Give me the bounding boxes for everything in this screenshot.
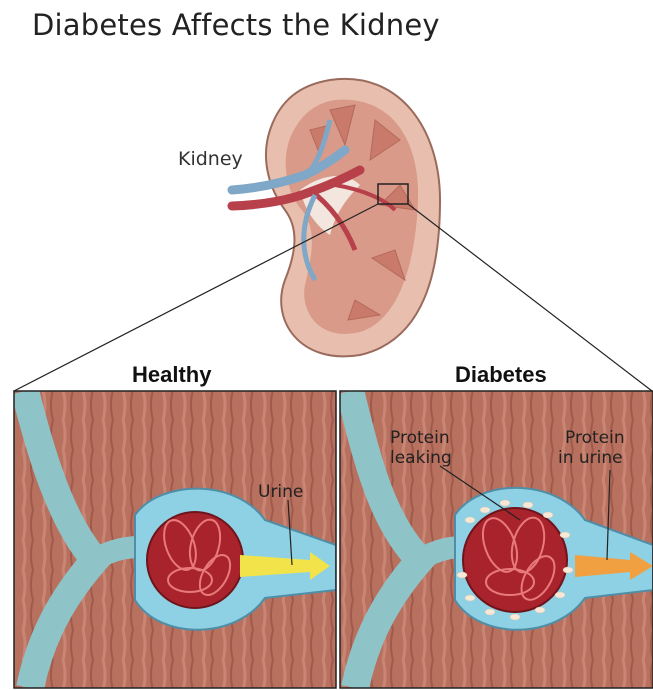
diabetes-heading: Diabetes [455, 362, 547, 388]
protein-leaking-label-line2: leaking [390, 448, 452, 468]
healthy-panel [14, 391, 336, 688]
protein-leaking-label-line1: Protein [390, 428, 450, 448]
healthy-heading: Healthy [132, 362, 211, 388]
urine-label: Urine [258, 482, 303, 502]
protein-in-urine-label-line2: in urine [558, 448, 623, 468]
kidney-label: Kidney [178, 148, 243, 170]
damaged-glomerulus [463, 508, 567, 612]
kidney-illustration [232, 79, 440, 357]
protein-in-urine-label-line1: Protein [565, 428, 625, 448]
diagram-title: Diabetes Affects the Kidney [32, 8, 440, 42]
